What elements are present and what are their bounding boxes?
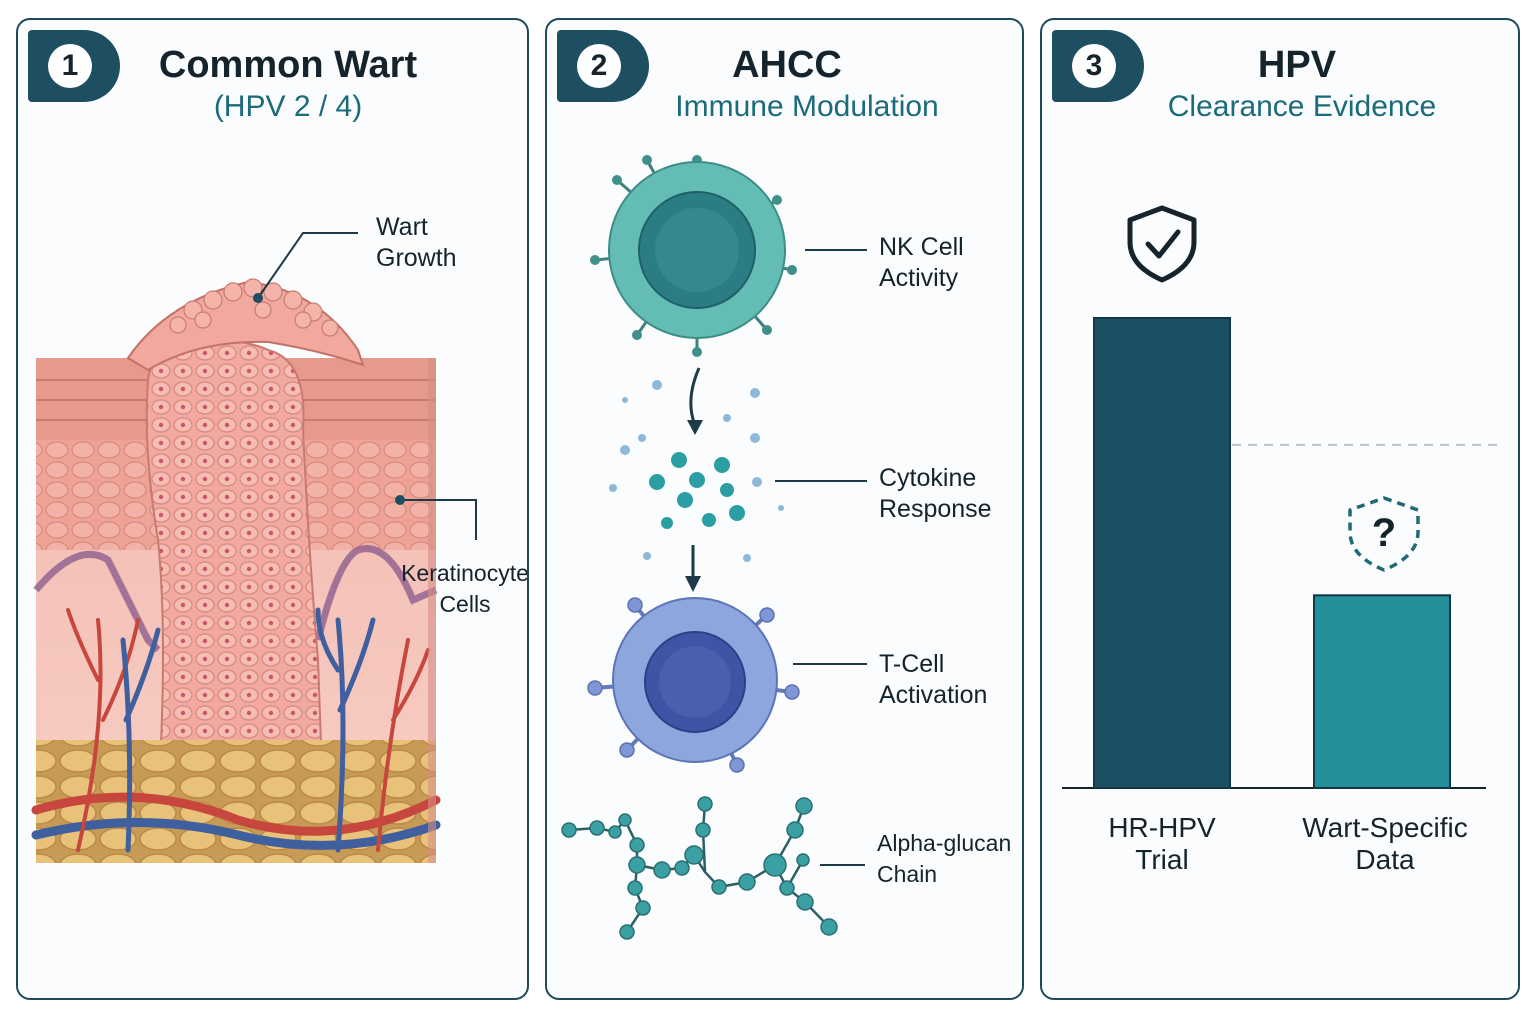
step-number: 2 bbox=[577, 44, 621, 88]
nk-cell-icon bbox=[590, 155, 797, 357]
skin-cross-section-illustration bbox=[31, 232, 477, 863]
shield-check-icon bbox=[1127, 205, 1197, 283]
panel-title: Common Wart bbox=[158, 44, 418, 86]
step-number: 1 bbox=[48, 44, 92, 88]
bar-label-wart-specific-data: Wart-Specific Data bbox=[1302, 812, 1468, 875]
step-badge: 2 bbox=[557, 30, 649, 102]
panel-subtitle: (HPV 2 / 4) bbox=[213, 90, 363, 123]
svg-text:?: ? bbox=[1372, 511, 1396, 555]
shield-question-icon: ? bbox=[1348, 496, 1420, 572]
t-cell-icon bbox=[587, 597, 800, 773]
bar-hr-hpv-trial bbox=[1093, 317, 1231, 789]
label-wart-growth: Wart Growth bbox=[376, 213, 457, 272]
bar-wart-specific-data bbox=[1313, 594, 1451, 789]
label-t-cell-activation: T-Cell Activation bbox=[879, 650, 988, 709]
panel-title: HPV bbox=[1257, 44, 1337, 86]
immune-pathway-illustration bbox=[561, 155, 867, 940]
panel-common-wart: 1 Common Wart (HPV 2 / 4) bbox=[16, 18, 529, 1000]
label-keratinocyte-cells: Keratinocyte Cells bbox=[401, 560, 529, 617]
bar-label-hr-hpv-trial: HR-HPV Trial bbox=[1108, 812, 1216, 875]
panel-title: AHCC bbox=[732, 44, 842, 86]
label-cytokine-response: Cytokine Response bbox=[879, 464, 992, 523]
clearance-evidence-chart: ? bbox=[1062, 205, 1497, 789]
panel-hpv-clearance: 3 HPV Clearance Evidence ? HR-HPV Trial … bbox=[1040, 18, 1520, 1000]
label-nk-cell-activity: NK Cell Activity bbox=[879, 233, 964, 292]
step-badge: 1 bbox=[28, 30, 120, 102]
step-badge: 3 bbox=[1052, 30, 1144, 102]
panel-ahcc: 2 AHCC Immune Modulation bbox=[545, 18, 1024, 1000]
label-alpha-glucan-chain: Alpha-glucan Chain bbox=[877, 830, 1012, 887]
alpha-glucan-chain-icon bbox=[561, 796, 838, 940]
panel-subtitle: Immune Modulation bbox=[675, 90, 939, 123]
panel-subtitle: Clearance Evidence bbox=[1167, 90, 1437, 123]
step-number: 3 bbox=[1072, 44, 1116, 88]
